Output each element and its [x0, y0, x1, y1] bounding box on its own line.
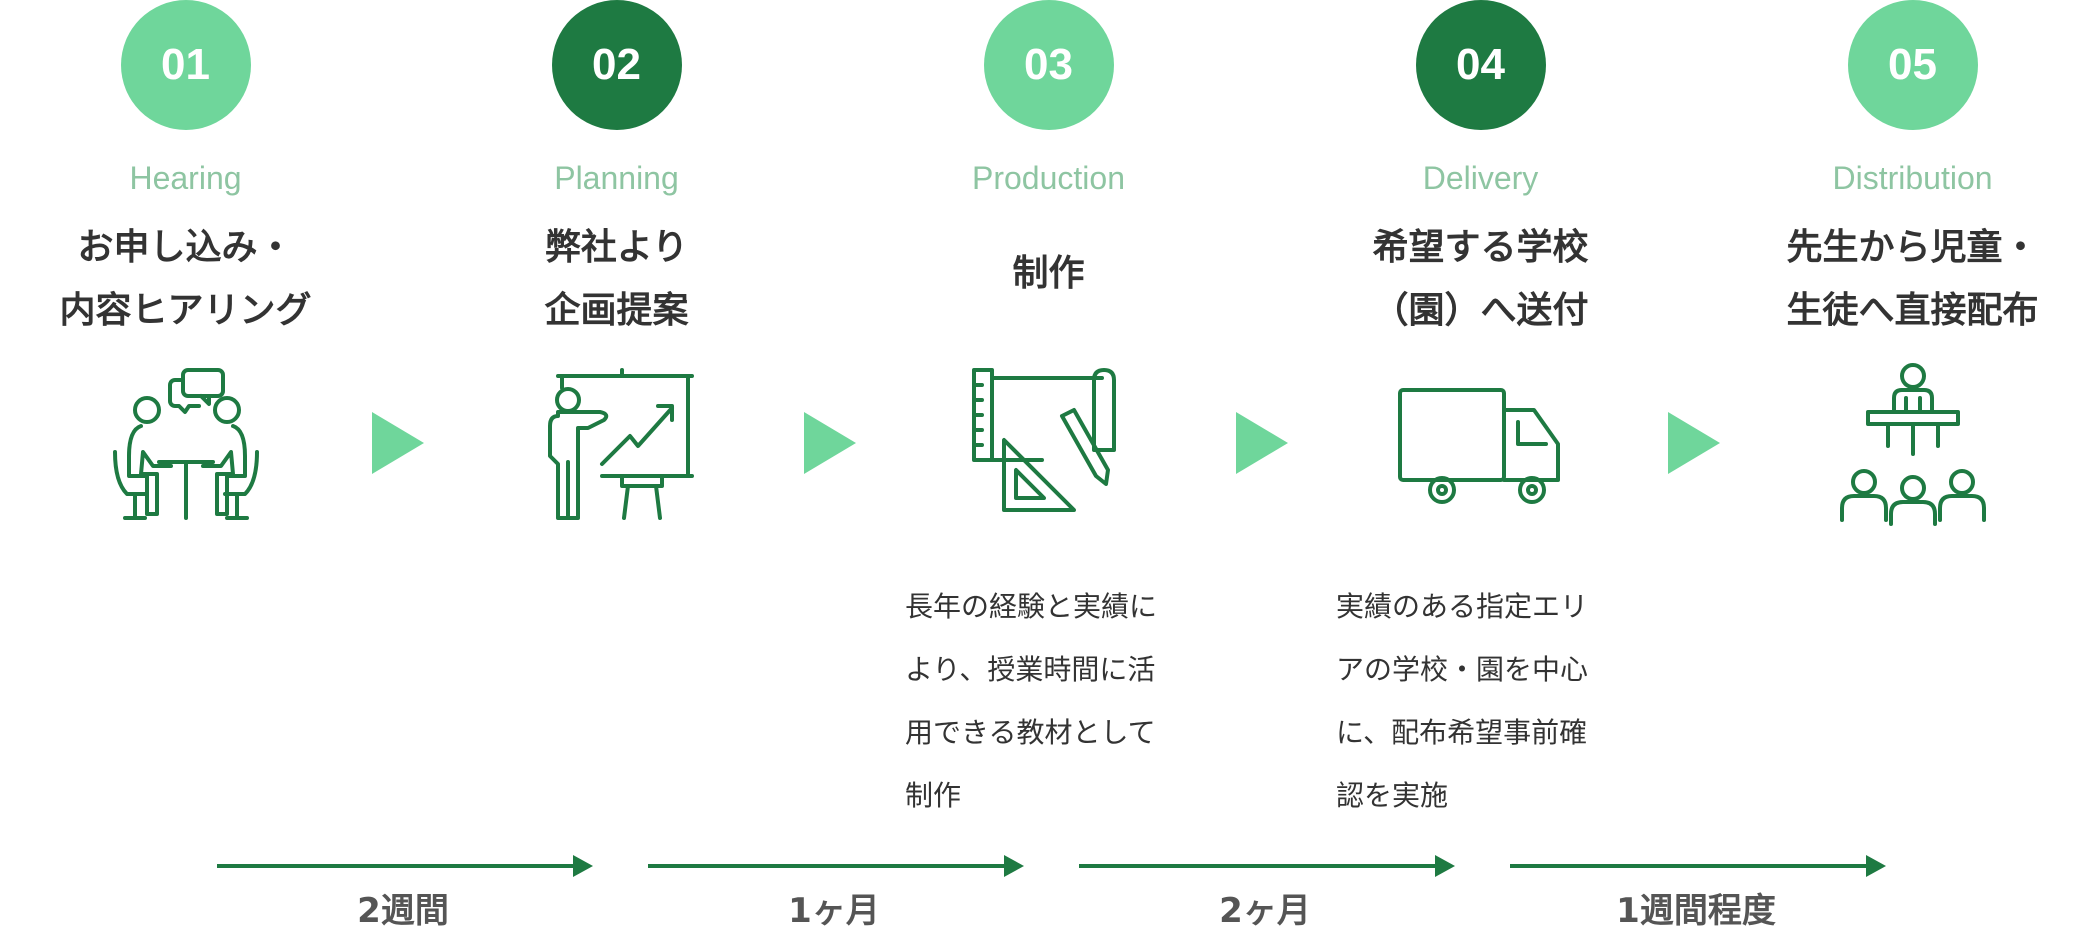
duration-label: 1週間程度 [1616, 891, 1776, 931]
arrow-line [648, 864, 1006, 868]
description-line: アの学校・園を中心 [1336, 653, 1589, 686]
step-title-line: 先生から児童・ [1786, 227, 2039, 268]
step-title-line: 企画提案 [544, 290, 689, 331]
step-title-line: 希望する学校 [1372, 227, 1589, 268]
step-description: 実績のある指定エリ アの学校・園を中心 に、配布希望事前確 認を実施 [1336, 575, 1636, 827]
step-arrow-icon [1668, 412, 1720, 474]
step-number-badge: 05 [1847, 0, 1978, 130]
step-title-line: お申し込み・ [77, 227, 294, 268]
step-arrow-icon [372, 412, 424, 474]
step-title-line: 生徒へ直接配布 [1786, 290, 2039, 331]
step-number-badge: 04 [1415, 0, 1546, 130]
step-label: Production [972, 160, 1125, 196]
description-line: 認を実施 [1336, 779, 1449, 812]
description-line: より、授業時間に活 [905, 653, 1156, 686]
step-label: Delivery [1422, 160, 1539, 196]
step-label: Distribution [1832, 160, 1993, 196]
arrow-head-icon [1435, 855, 1455, 877]
step-number-badge: 02 [551, 0, 682, 130]
arrow-line [1079, 864, 1437, 868]
step-label: Hearing [129, 160, 242, 196]
step-label: Planning [554, 160, 679, 196]
arrow-head-icon [1004, 855, 1024, 877]
description-line: に、配布希望事前確 [1336, 716, 1588, 749]
step-title-line: 弊社より [544, 227, 689, 268]
truck-icon [1396, 360, 1566, 530]
step-title-line: 内容ヒアリング [59, 290, 312, 331]
meeting-icon [101, 360, 271, 530]
drafting-tools-icon [964, 360, 1134, 530]
step-arrow-icon [1236, 412, 1288, 474]
step-number-badge: 01 [120, 0, 251, 130]
arrow-line [1510, 864, 1868, 868]
presentation-icon [532, 360, 702, 530]
step-title-line: 制作 [1012, 253, 1085, 294]
description-line: 制作 [905, 779, 962, 812]
step-description: 長年の経験と実績に より、授業時間に活 用できる教材として 制作 [905, 575, 1205, 827]
step-title-line: （園）へ送付 [1372, 290, 1589, 331]
duration-label: 1ヶ月 [788, 891, 880, 931]
arrow-head-icon [1866, 855, 1886, 877]
description-line: 実績のある指定エリ [1336, 590, 1589, 623]
arrow-line [217, 864, 575, 868]
step-arrow-icon [804, 412, 856, 474]
duration-label: 2ヶ月 [1219, 891, 1311, 931]
duration-label: 2週間 [357, 891, 449, 931]
step-number-badge: 03 [983, 0, 1114, 130]
arrow-head-icon [573, 855, 593, 877]
teacher-students-icon [1828, 360, 1998, 530]
description-line: 用できる教材として [905, 716, 1156, 749]
description-line: 長年の経験と実績に [905, 590, 1158, 623]
